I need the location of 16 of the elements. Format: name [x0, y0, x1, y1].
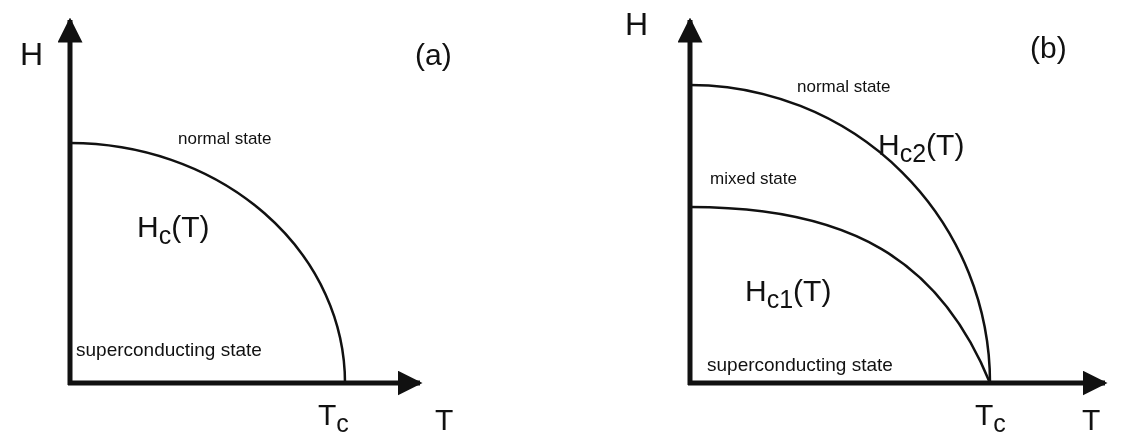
axis-label: T$_{c}$ — [975, 400, 1006, 436]
region-label: normal state — [797, 78, 891, 95]
panel-label: (b) — [1030, 33, 1067, 63]
region-label: superconducting state — [76, 340, 262, 359]
curve-label: H$_{c}$(T) — [137, 212, 210, 248]
curve-label: H$_{c2}$(T) — [878, 130, 965, 166]
panel-label: (a) — [415, 40, 452, 70]
region-label: mixed state — [710, 170, 797, 187]
axis-label: H — [625, 8, 649, 40]
axis-label: H — [20, 38, 44, 70]
region-label: normal state — [178, 130, 272, 147]
axis-label: T$_{c}$ — [318, 400, 349, 436]
axis-label: T — [1082, 405, 1101, 435]
curve-label: H$_{c1}$(T) — [745, 276, 832, 312]
region-label: superconducting state — [707, 355, 893, 374]
axis-label: T — [435, 405, 454, 435]
